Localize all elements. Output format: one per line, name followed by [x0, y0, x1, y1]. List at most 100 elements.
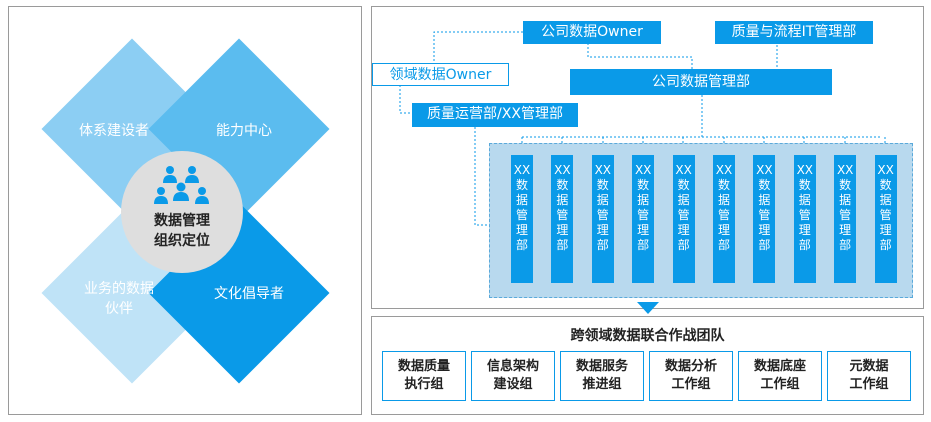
dept-column-char: 据 [677, 193, 690, 207]
dept-column-char: 管 [556, 208, 569, 222]
org-positioning-panel: 体系建设者 能力中心 业务的数据 伙伴 文化倡导者 数据管理 组织定位 [8, 6, 362, 415]
dept-column-char: 数 [556, 178, 569, 192]
dept-column-char: 据 [798, 193, 811, 207]
dept-column-char: 数 [798, 178, 811, 192]
team-group-line2: 建设组 [493, 377, 533, 392]
dept-column-char: 部 [798, 238, 811, 252]
system-builder-label: 体系建设者 [79, 123, 149, 139]
dept-column-char: 据 [717, 193, 730, 207]
dept-column-char: 数 [839, 178, 852, 192]
dept-column-char: XX [554, 163, 571, 177]
dept-column-char: 部 [879, 238, 892, 252]
team-group-box: 数据分析工作组 [649, 351, 733, 401]
dept-column-char: 部 [839, 238, 852, 252]
dept-column-char: 部 [515, 238, 528, 252]
dept-column-char: 数 [758, 178, 771, 192]
team-group-label: 信息架构建设组 [487, 358, 539, 394]
dept-column-char: 部 [758, 238, 771, 252]
quality-it-dept-box: 质量与流程IT管理部 [715, 21, 873, 44]
dept-column-char: 理 [637, 223, 650, 237]
team-group-line2: 推进组 [582, 377, 622, 392]
dept-column-char: 管 [798, 208, 811, 222]
dept-column-char: 数 [879, 178, 892, 192]
dept-column-char: 数 [637, 178, 650, 192]
team-group-label: 数据服务推进组 [576, 358, 628, 394]
team-group-line1: 数据底座 [753, 359, 806, 374]
dept-column-char: 管 [717, 208, 730, 222]
dept-column-char: 理 [596, 223, 609, 237]
team-title: 跨领域数据联合作战团队 [570, 328, 725, 344]
dept-column-char: 管 [677, 208, 690, 222]
team-group-label: 数据质量执行组 [398, 358, 450, 394]
dept-column-char: 据 [637, 193, 650, 207]
dept-column-char: 部 [717, 238, 730, 252]
dept-column-char: 理 [758, 223, 771, 237]
dept-column-char: XX [877, 163, 894, 177]
dept-column-char: XX [675, 163, 692, 177]
dept-column-char: XX [715, 163, 733, 177]
domain-data-owner-box: 领域数据Owner [372, 63, 509, 86]
dept-column-char: 部 [637, 238, 650, 252]
center-disc: 数据管理 组织定位 [121, 151, 243, 273]
team-group-box: 信息架构建设组 [471, 351, 555, 401]
team-group-box: 数据服务推进组 [560, 351, 644, 401]
dept-column-char: 据 [839, 193, 852, 207]
team-group-line1: 元数据 [849, 359, 889, 374]
org-chart-panel: 公司数据Owner 质量与流程IT管理部 领域数据Owner 公司数据管理部 质… [371, 6, 924, 309]
team-group-box: 数据质量执行组 [382, 351, 466, 401]
team-group-line1: 数据质量 [397, 359, 450, 374]
dept-column-char: 理 [798, 223, 811, 237]
company-data-mgmt-box: 公司数据管理部 [570, 69, 832, 95]
team-group-line2: 工作组 [760, 377, 800, 392]
capability-center-label: 能力中心 [216, 123, 272, 139]
down-arrow-icon [637, 302, 659, 314]
business-partner-label: 业务的数据 伙伴 [54, 279, 184, 319]
dept-column-char: 理 [717, 223, 730, 237]
dept-column-char: 据 [879, 193, 892, 207]
dept-column-char: XX [634, 163, 652, 177]
dept-column-char: 管 [879, 208, 892, 222]
quality-ops-dept-box: 质量运营部/XX管理部 [412, 103, 578, 127]
dept-column-char: 部 [596, 238, 609, 252]
dept-column-char: XX [594, 163, 612, 177]
team-group-box: 元数据工作组 [827, 351, 911, 401]
dept-column-char: 理 [839, 223, 852, 237]
dept-column-char: XX [796, 163, 814, 177]
dept-column-char: XX [836, 163, 854, 177]
dept-column-char: XX [513, 163, 531, 177]
dept-column-char: 管 [758, 208, 771, 222]
culture-advocate-label: 文化倡导者 [214, 286, 284, 302]
company-data-owner-box: 公司数据Owner [523, 21, 661, 44]
people-group-icon [154, 166, 209, 204]
business-partner-label-line2: 伙伴 [105, 301, 133, 317]
dept-column-char: 管 [596, 208, 609, 222]
business-partner-label-line1: 业务的数据 [84, 281, 154, 297]
dept-column-char: XX [756, 163, 773, 177]
team-group-label: 元数据工作组 [849, 358, 888, 394]
dept-column-char: 管 [637, 208, 650, 222]
dept-column-char: 理 [677, 223, 690, 237]
dept-column-char: 理 [556, 223, 569, 237]
dept-column-char: 据 [515, 193, 528, 207]
team-group-line1: 数据服务 [575, 359, 628, 374]
dept-column-char: 数 [717, 178, 730, 192]
dept-column-char: 数 [596, 178, 609, 192]
team-group-line2: 工作组 [849, 377, 889, 392]
team-group-line2: 工作组 [671, 377, 711, 392]
team-group-line2: 执行组 [404, 377, 444, 392]
team-group-box: 数据底座工作组 [738, 351, 822, 401]
center-label-line2: 组织定位 [154, 233, 210, 249]
team-group-line1: 数据分析 [664, 359, 717, 374]
center-label-line1: 数据管理 [154, 213, 210, 229]
dept-column-char: 部 [677, 238, 690, 252]
team-group-label: 数据底座工作组 [754, 358, 806, 394]
dept-column-char: 管 [515, 208, 528, 222]
dept-column-char: 据 [556, 193, 569, 207]
